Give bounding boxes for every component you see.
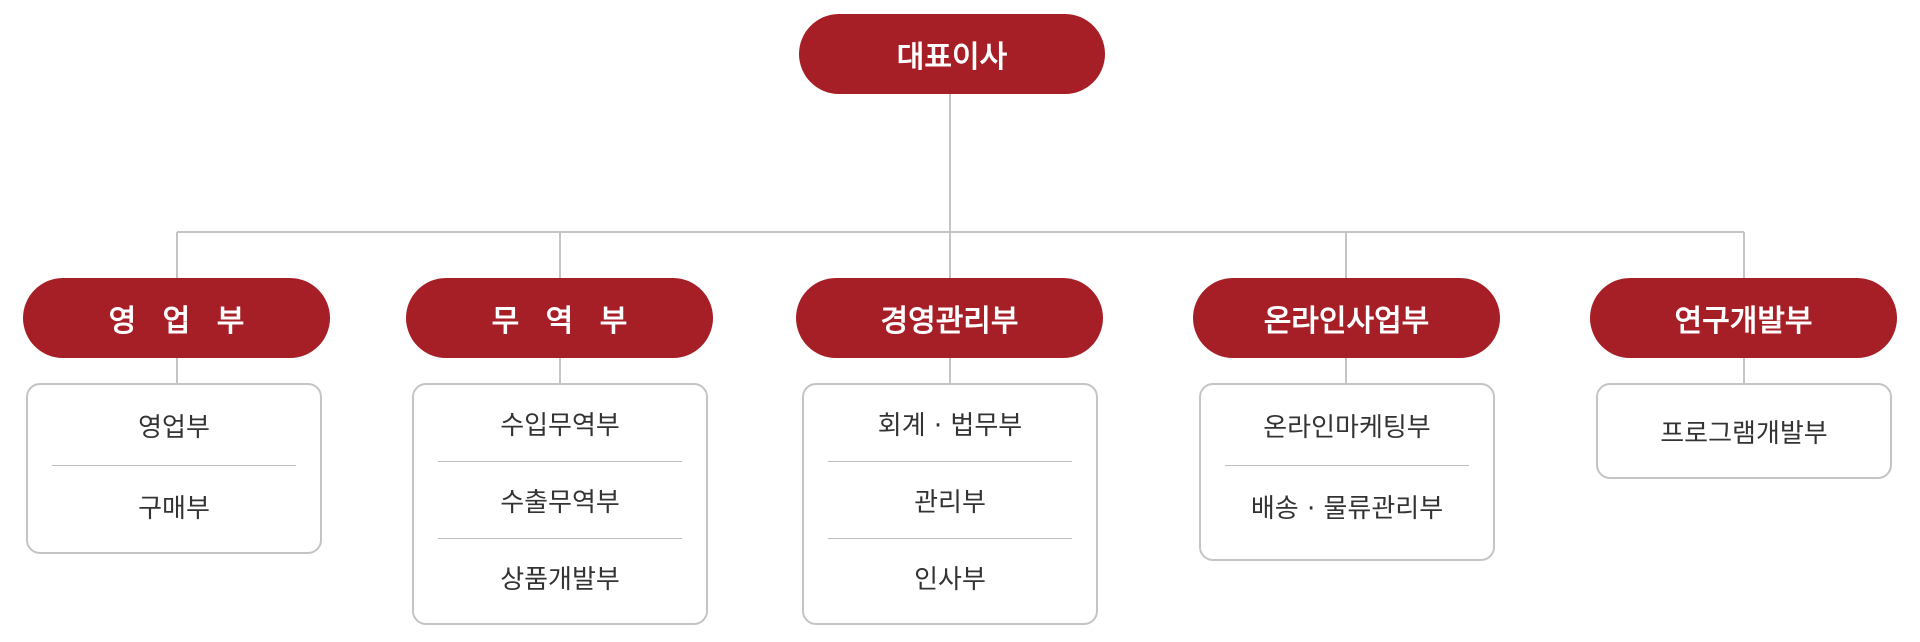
sub-item-rnd-1: 프로그램개발부 [1660,418,1828,449]
sub-box-trade: 수입무역부 수출무역부 상품개발부 [412,383,708,625]
sub-box-online: 온라인마케팅부 배송 · 물류관리부 [1199,383,1495,561]
dept-node-online: 온라인사업부 [1193,278,1500,358]
sub-item-management-2: 관리부 [828,461,1072,538]
sub-item-sales-1: 영업부 [138,412,210,443]
sub-item-management-1: 회계 · 법무부 [877,410,1023,441]
dept-node-sales: 영 업 부 [23,278,330,358]
sub-box-management: 회계 · 법무부 관리부 인사부 [802,383,1098,625]
dept-label-online: 온라인사업부 [1263,304,1430,339]
dept-node-trade: 무 역 부 [406,278,713,358]
dept-label-management: 경영관리부 [880,304,1019,339]
dept-label-rnd: 연구개발부 [1674,304,1813,339]
sub-item-online-2: 배송 · 물류관리부 [1225,465,1469,546]
dept-node-management: 경영관리부 [796,278,1103,358]
ceo-node: 대표이사 [799,14,1105,94]
ceo-label: 대표이사 [896,40,1008,75]
sub-item-trade-2: 수출무역부 [438,461,682,538]
sub-box-rnd: 프로그램개발부 [1596,383,1892,479]
dept-label-sales: 영 업 부 [108,304,253,339]
dept-node-rnd: 연구개발부 [1590,278,1897,358]
dept-label-trade: 무 역 부 [491,304,636,339]
sub-item-sales-2: 구매부 [52,465,296,546]
sub-item-trade-3: 상품개발부 [438,538,682,615]
sub-item-management-3: 인사부 [828,538,1072,615]
sub-box-sales: 영업부 구매부 [26,383,322,554]
sub-item-trade-1: 수입무역부 [500,410,620,441]
sub-item-online-1: 온라인마케팅부 [1263,412,1431,443]
